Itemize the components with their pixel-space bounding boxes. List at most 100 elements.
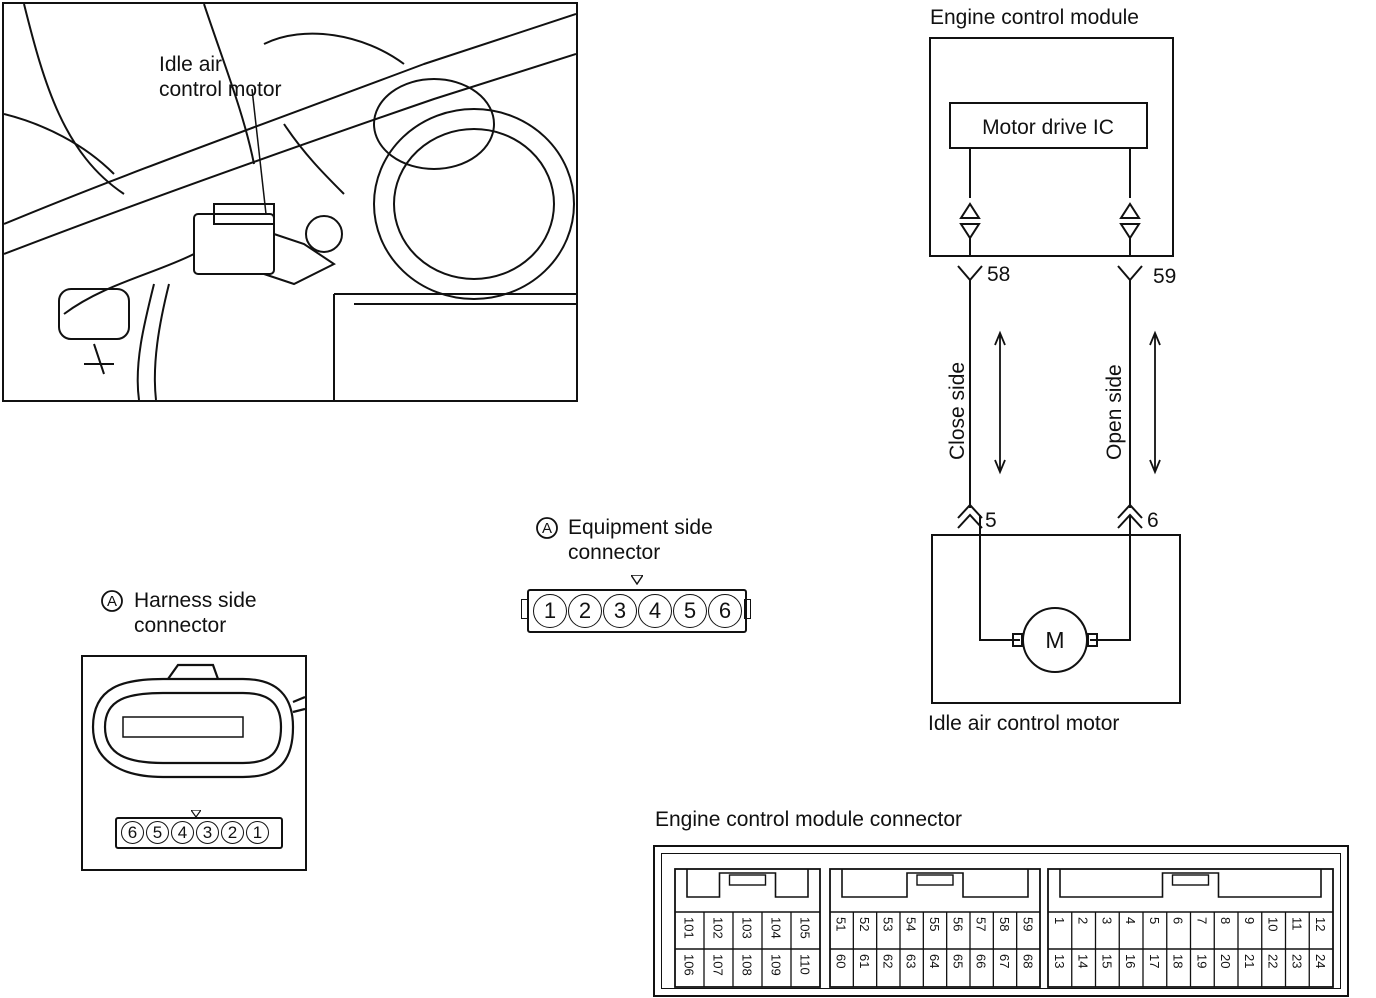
wire-terminal-58: [957, 265, 983, 508]
harness-pin: 2: [221, 821, 244, 844]
ecm-pin-number: 106: [682, 954, 697, 976]
ecm-pin-number: 3: [1099, 917, 1114, 924]
terminal-58-label: 58: [987, 263, 1010, 286]
motor-symbol-letter: M: [1045, 627, 1064, 653]
ecm-pin-number: 107: [711, 954, 726, 976]
ecm-block-key: [1059, 869, 1322, 898]
ecm-pin-number: 18: [1171, 954, 1186, 968]
ecm-connector-title: Engine control module connector: [655, 808, 963, 831]
harness-pin: 1: [246, 821, 269, 844]
ecm-pin-number: 53: [880, 917, 895, 931]
motor-drive-ic-label: Motor drive IC: [982, 116, 1114, 139]
ecm-pin-number: 14: [1076, 954, 1091, 968]
ecm-pin-number: 67: [997, 954, 1012, 968]
equipment-pin: 6: [708, 594, 742, 628]
ecm-pin-number: 60: [834, 954, 849, 968]
ecm-pin-number: 105: [798, 917, 813, 939]
harness-pin: 4: [171, 821, 194, 844]
ecm-pin-number: 8: [1218, 917, 1233, 924]
close-side-arrow: [994, 330, 1006, 475]
ecm-pin-number: 102: [711, 917, 726, 939]
equipment-latch-left: [521, 599, 528, 619]
ecm-pin-number: 15: [1099, 954, 1114, 968]
ecm-pin-number: 1: [1052, 917, 1067, 924]
open-side-arrow: [1149, 330, 1161, 475]
wire-terminal-59: [1117, 265, 1143, 508]
terminal-5-label: 5: [985, 509, 997, 532]
ecm-pin-number: 109: [769, 954, 784, 976]
ecm-pin-number: 21: [1242, 954, 1257, 968]
ecm-pin-number: 23: [1289, 954, 1304, 968]
ecm-pin-number: 66: [974, 954, 989, 968]
harness-pin: 3: [196, 821, 219, 844]
ecm-pin-number: 108: [740, 954, 755, 976]
ecm-block: [674, 868, 821, 988]
marker-a-circle: A: [101, 590, 123, 612]
ecm-pin-number: 6: [1171, 917, 1186, 924]
equipment-pin: 3: [603, 594, 637, 628]
ecm-pin-number: 62: [880, 954, 895, 968]
ecm-box: [929, 37, 1174, 257]
ecm-block-key: [686, 869, 809, 898]
ecm-pin-number: 103: [740, 917, 755, 939]
ecm-latch: [728, 874, 767, 886]
ecm-pin-number: 68: [1020, 954, 1035, 968]
harness-plug-drawing: [91, 663, 306, 779]
ecm-title: Engine control module: [930, 6, 1139, 29]
marker-a-letter: A: [542, 520, 552, 537]
close-side-label: Close side: [946, 362, 969, 460]
ecm-pin-number: 22: [1266, 954, 1281, 968]
harness-pin: 6: [121, 821, 144, 844]
ecm-pin-number: 110: [798, 954, 813, 975]
ecm-pin-number: 11: [1289, 917, 1304, 931]
equipment-pin: 4: [638, 594, 672, 628]
equipment-connector-title: Equipment side connector: [568, 516, 713, 564]
motor-wiring: [979, 515, 1131, 641]
ecm-pin-number: 101: [682, 917, 697, 939]
motor-drive-ic-box: [949, 102, 1148, 149]
ecm-pin-number: 54: [904, 917, 919, 931]
ecm-pin-number: 104: [769, 917, 784, 939]
terminal-6-label: 6: [1147, 509, 1159, 532]
ecm-pin-number: 57: [974, 917, 989, 931]
harness-key-marker: [191, 810, 201, 818]
equipment-key-marker: [631, 575, 643, 585]
equipment-pin: 1: [533, 594, 567, 628]
connector-5-symbol: [957, 503, 983, 529]
idle-air-control-motor-label: Idle air control motor: [159, 53, 282, 101]
ecm-pin-number: 64: [927, 954, 942, 968]
equipment-pin: 5: [673, 594, 707, 628]
ecm-pin-number: 5: [1147, 917, 1162, 924]
ecm-pin-number: 13: [1052, 954, 1067, 968]
ecm-pin-number: 7: [1194, 917, 1209, 924]
ecm-block: [829, 868, 1041, 988]
ecm-pin-number: 59: [1020, 917, 1035, 931]
open-side-label: Open side: [1103, 364, 1126, 460]
harness-pin: 5: [146, 821, 169, 844]
ecm-pin-number: 4: [1123, 917, 1138, 924]
terminal-59-label: 59: [1153, 265, 1176, 288]
marker-a-circle: A: [536, 517, 558, 539]
ecm-pin-number: 58: [997, 917, 1012, 931]
motor-box: [931, 534, 1181, 704]
ecm-pin-number: 55: [927, 917, 942, 931]
ecm-pin-number: 63: [904, 954, 919, 968]
engine-bay-illustration: Idle air control motor: [2, 2, 578, 402]
engine-bay-drawing: [4, 4, 576, 400]
ecm-block-key: [841, 869, 1029, 898]
ecm-pin-number: 52: [857, 917, 872, 931]
ecm-pin-number: 10: [1266, 917, 1281, 931]
ecm-pin-number: 20: [1218, 954, 1233, 968]
ecm-pin-number: 51: [834, 917, 849, 931]
ecm-pin-number: 61: [857, 954, 872, 968]
equipment-pin: 2: [568, 594, 602, 628]
ecm-latch: [1171, 874, 1210, 886]
ecm-motor-schematic: 58 59 5 6 Motor drive IC M Close side Op…: [929, 37, 1181, 704]
ecm-pin-number: 16: [1123, 954, 1138, 968]
ecm-pin-number: 19: [1194, 954, 1209, 968]
marker-a-letter: A: [107, 593, 117, 610]
ecm-latch: [916, 874, 954, 886]
ecm-connector-drawing: 1011061021071031081041091051105160526153…: [674, 868, 1334, 988]
